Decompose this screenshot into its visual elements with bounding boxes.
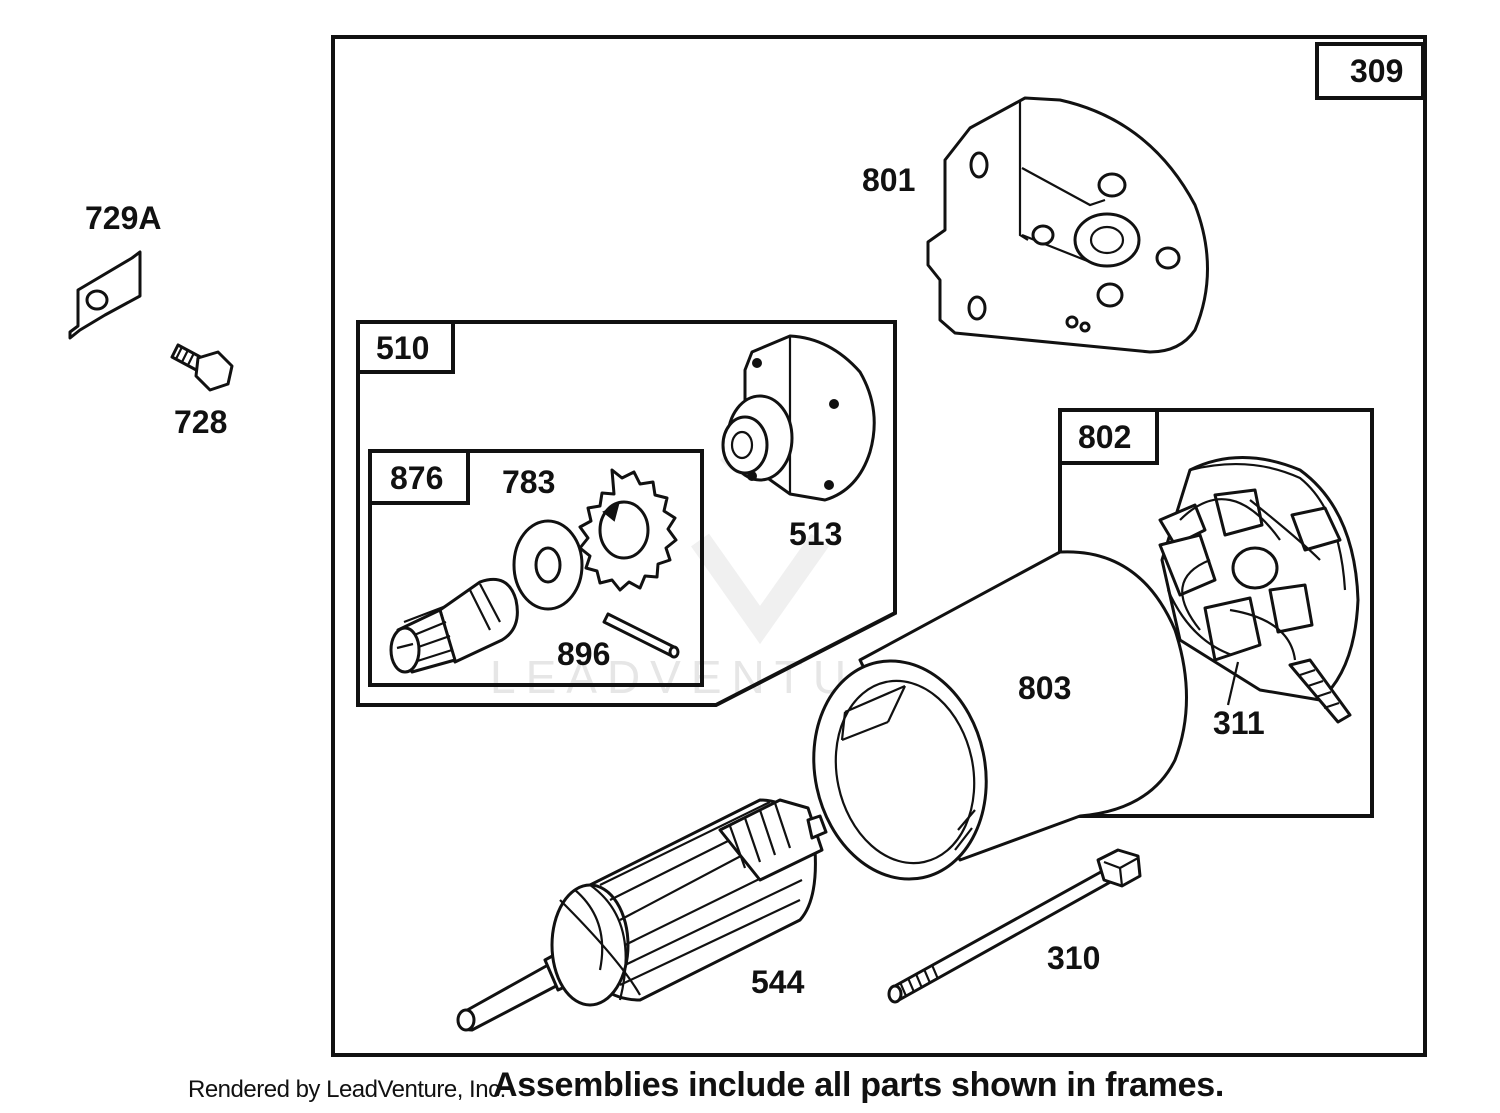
part-896-pin[interactable]: [602, 612, 680, 659]
footer-rendered-by: Rendered by LeadVenture, Inc.: [188, 1076, 506, 1103]
callout-802[interactable]: 802: [1078, 419, 1131, 455]
part-pinion-assembly[interactable]: [389, 577, 519, 674]
frame-802-label-box: [1058, 408, 1159, 465]
frame-309-label-box: [1315, 42, 1425, 100]
footer-assemblies-note: Assemblies include all parts shown in fr…: [493, 1066, 1224, 1104]
callout-513[interactable]: 513: [789, 516, 842, 552]
callout-801[interactable]: 801: [862, 162, 915, 198]
callout-896[interactable]: 896: [557, 636, 610, 672]
part-544-armature[interactable]: [456, 798, 828, 1032]
callout-544[interactable]: 544: [751, 964, 805, 1000]
callout-876[interactable]: 876: [390, 460, 443, 496]
frame-309: [331, 35, 1427, 1057]
callout-729a[interactable]: 729A: [85, 200, 162, 236]
callout-510[interactable]: 510: [376, 330, 429, 366]
part-728-bolt[interactable]: [170, 343, 234, 392]
part-washer[interactable]: [512, 519, 584, 611]
frame-510-label-box: [356, 320, 455, 374]
frame-876: [368, 449, 704, 687]
callout-728[interactable]: 728: [174, 404, 227, 440]
part-783-gear[interactable]: [578, 468, 678, 592]
part-801-bracket[interactable]: [926, 96, 1209, 354]
callout-803[interactable]: 803: [1018, 670, 1071, 706]
part-513-housing[interactable]: [721, 334, 876, 502]
callout-783[interactable]: 783: [502, 464, 555, 500]
callout-309[interactable]: 309: [1350, 53, 1403, 89]
callout-311[interactable]: 311: [1213, 705, 1265, 741]
callout-310[interactable]: 310: [1047, 940, 1100, 976]
part-310-through-bolt[interactable]: [887, 848, 1142, 1004]
part-729a-bracket[interactable]: [68, 250, 142, 340]
part-803-housing[interactable]: [794, 550, 1188, 895]
frame-510: [356, 320, 897, 707]
part-311-end-cap[interactable]: [1158, 456, 1360, 724]
frame-876-label-box: [368, 449, 470, 505]
